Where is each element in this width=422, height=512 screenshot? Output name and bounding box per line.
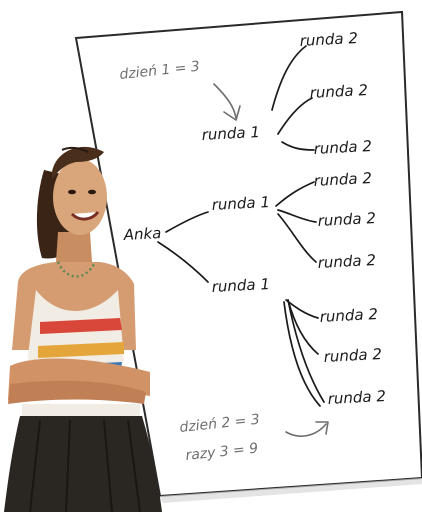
- node-round2-i: runda 2: [327, 387, 386, 408]
- node-round2-c: runda 2: [313, 137, 372, 158]
- node-round2-b: runda 2: [309, 81, 368, 102]
- edge-root-mid: [165, 211, 209, 233]
- node-round2-g: runda 2: [319, 305, 378, 326]
- node-round2-d: runda 2: [313, 169, 372, 190]
- person-illustration: [4, 146, 162, 512]
- edge-mid-1: [275, 181, 315, 207]
- node-round2-e: runda 2: [317, 209, 376, 230]
- edge-mid-2: [277, 209, 317, 223]
- edge-root-low: [157, 241, 209, 283]
- node-round1-low: runda 1: [211, 275, 270, 296]
- node-round2-a: runda 2: [299, 29, 358, 50]
- arrow-icon-day2: [285, 421, 329, 437]
- arrow-icon-day1: [213, 83, 241, 121]
- node-round2-h: runda 2: [323, 345, 382, 366]
- node-round2-f: runda 2: [317, 251, 376, 272]
- edge-mid-3: [277, 213, 317, 263]
- node-root: Anka: [122, 224, 162, 244]
- node-round1-mid: runda 1: [211, 193, 270, 214]
- node-round1-top: runda 1: [201, 123, 260, 144]
- note-times: razy 3 = 9: [185, 440, 259, 464]
- edge-low-3b: [283, 301, 321, 407]
- edge-top-1: [271, 45, 307, 111]
- edge-top-2: [277, 97, 313, 135]
- edge-low-3: [287, 299, 325, 403]
- edge-top-3: [281, 141, 315, 151]
